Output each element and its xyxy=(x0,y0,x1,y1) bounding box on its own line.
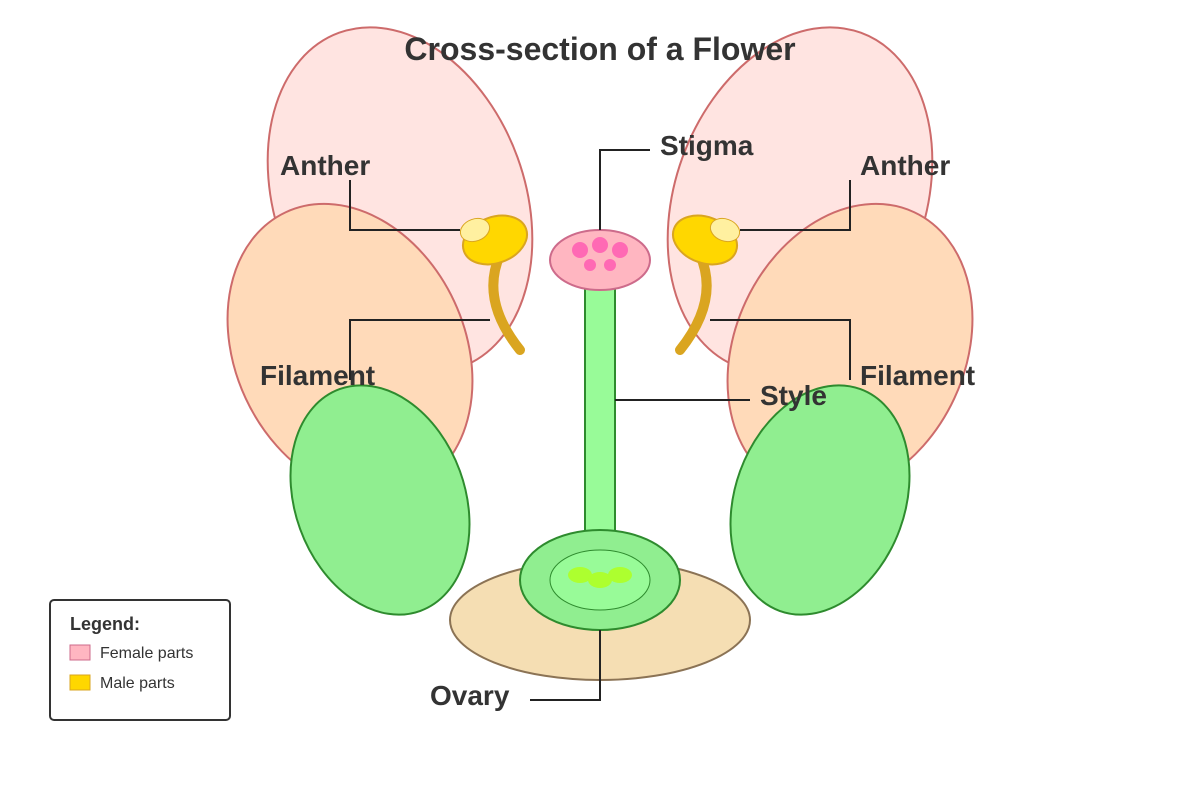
filament-right-leader-line xyxy=(710,319,851,380)
label-filament-left: Filament xyxy=(260,360,375,391)
label-filament-right: Filament xyxy=(860,360,975,391)
legend: Legend: Female parts Male parts xyxy=(49,599,231,721)
legend-label-female: Female parts xyxy=(100,645,193,662)
ovary-leader-line xyxy=(530,630,601,701)
anther-left-highlight xyxy=(459,217,491,243)
anther-right-leader-line xyxy=(740,180,851,231)
anther-left-leader-line xyxy=(349,180,460,231)
stigma-dot xyxy=(592,237,608,253)
stigma-dot xyxy=(584,259,596,271)
filament-left-leader-line xyxy=(349,319,490,380)
anther-right-highlight xyxy=(709,217,741,243)
label-ovary: Ovary xyxy=(430,680,510,711)
filament-right xyxy=(675,250,712,355)
sepal-left xyxy=(289,384,471,616)
legend-swatch-male xyxy=(69,674,91,691)
legend-label-male: Male parts xyxy=(100,675,175,692)
label-stigma: Stigma xyxy=(660,130,754,161)
stigma-dot xyxy=(604,259,616,271)
ovule xyxy=(608,567,632,583)
sepal-right xyxy=(729,384,911,616)
stigma-leader-line xyxy=(599,149,650,230)
ovule xyxy=(588,572,612,588)
legend-title: Legend: xyxy=(70,614,140,634)
label-anther-left: Anther xyxy=(280,150,370,181)
legend-swatch-female xyxy=(69,644,91,661)
ovule xyxy=(568,567,592,583)
label-style: Style xyxy=(760,380,827,411)
label-anther-right: Anther xyxy=(860,150,950,181)
legend-box xyxy=(49,599,231,721)
style xyxy=(584,284,616,541)
filament-left xyxy=(488,250,525,355)
stigma-dot xyxy=(572,242,588,258)
stigma-dot xyxy=(612,242,628,258)
diagram-title: Cross-section of a Flower xyxy=(404,31,795,67)
